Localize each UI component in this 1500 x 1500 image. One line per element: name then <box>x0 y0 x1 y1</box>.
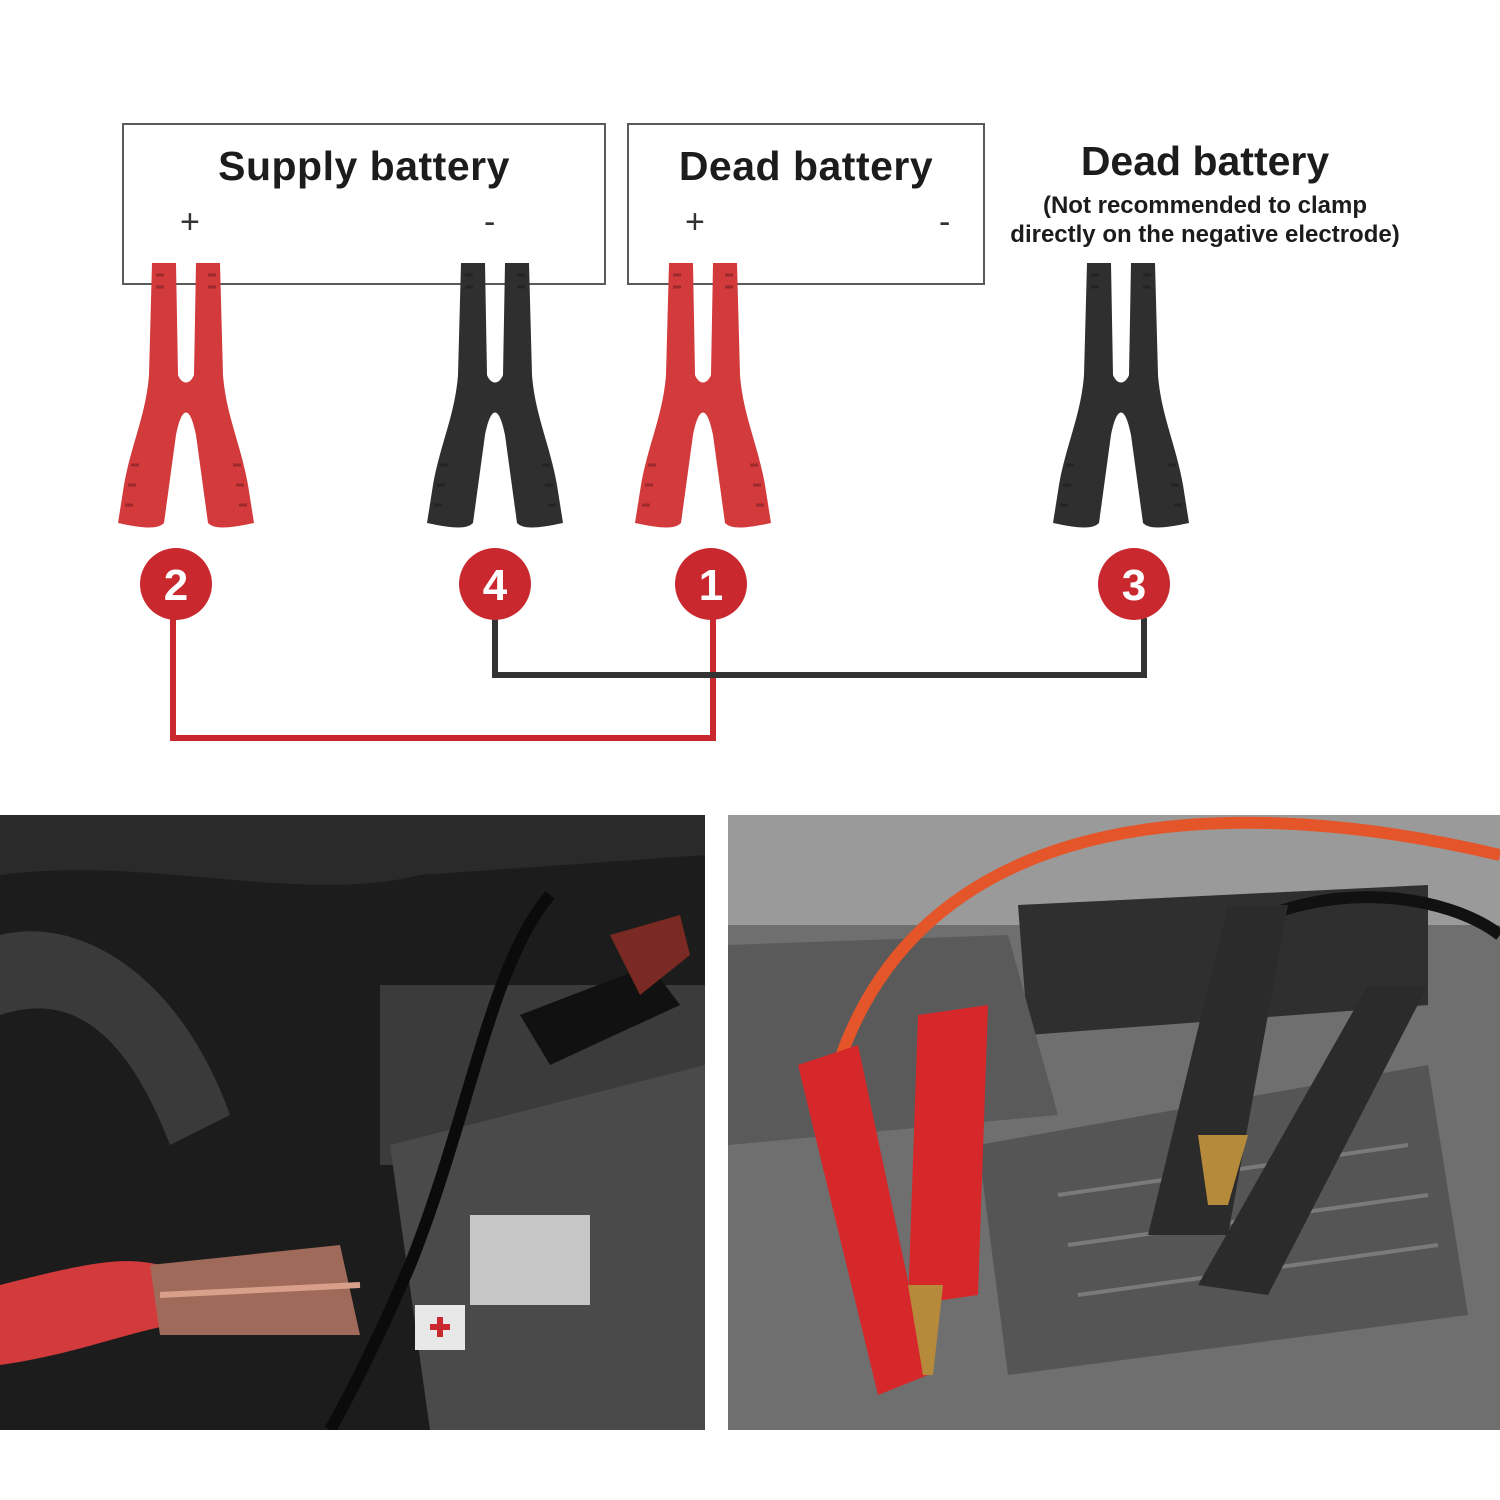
svg-text:2: 2 <box>164 561 188 610</box>
step-badge-2: 2 <box>140 548 212 620</box>
supply-positive-terminal: + <box>180 203 200 241</box>
svg-text:1: 1 <box>699 561 723 610</box>
dead-battery-ground-title: Dead battery <box>1080 138 1330 184</box>
step-badge-4: 4 <box>459 548 531 620</box>
jump-start-wiring-diagram: 2 4 1 3 <box>116 261 1191 741</box>
dead-battery-box: Dead battery + - <box>627 123 985 285</box>
engine-bay-photo-left <box>0 815 705 1430</box>
supply-battery-box: Supply battery + - <box>122 123 606 285</box>
svg-text:3: 3 <box>1122 561 1146 610</box>
black-clamp-supply-icon <box>425 261 565 529</box>
red-black-clamps-orange-cable-icon <box>728 815 1500 1430</box>
step-badge-3: 3 <box>1098 548 1170 620</box>
red-clamp-supply-icon <box>116 261 256 529</box>
svg-text:4: 4 <box>483 561 508 610</box>
dead-positive-terminal: + <box>685 203 705 241</box>
supply-negative-terminal: - <box>484 203 496 241</box>
ground-warning-line-2: directly on the negative electrode) <box>1010 221 1400 248</box>
black-clamp-ground-icon <box>1051 261 1191 529</box>
dead-battery-ground-label: Dead battery (Not recommended to clamp d… <box>990 138 1420 249</box>
supply-battery-title: Supply battery <box>218 143 510 189</box>
ground-warning-line-1: (Not recommended to clamp <box>1042 192 1368 219</box>
black-wire <box>492 618 1147 678</box>
dead-negative-terminal: - <box>939 203 951 241</box>
step-badge-1: 1 <box>675 548 747 620</box>
jumper-clamp-on-battery-icon <box>0 815 705 1430</box>
red-clamp-dead-icon <box>633 261 773 529</box>
engine-bay-photo-right <box>728 815 1500 1430</box>
dead-battery-title: Dead battery <box>678 143 934 189</box>
